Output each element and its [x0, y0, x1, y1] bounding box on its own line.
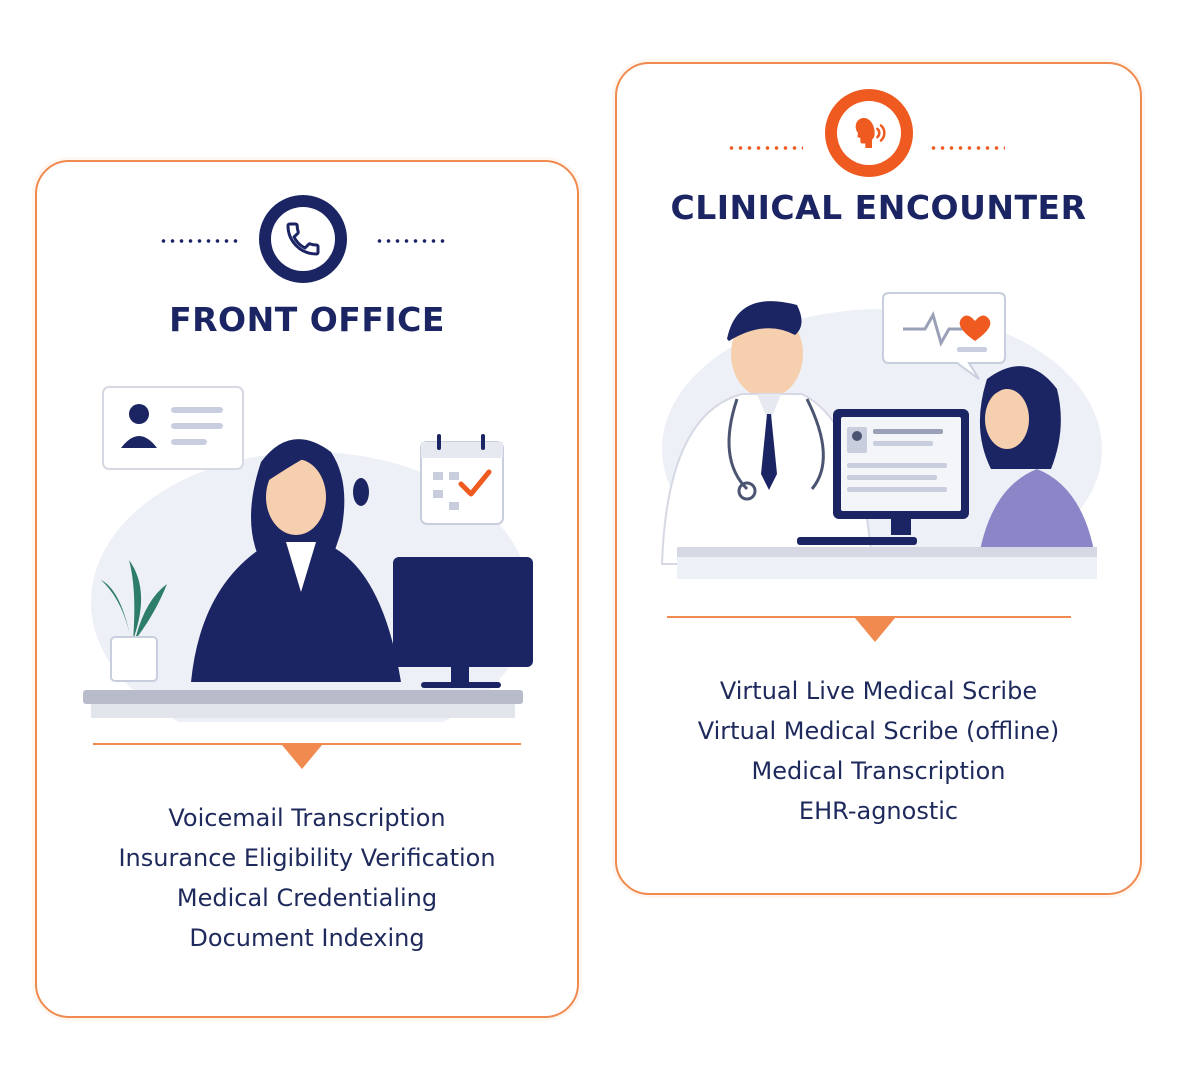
- section-divider: [93, 743, 521, 745]
- service-item: Insurance Eligibility Verification: [118, 844, 496, 872]
- service-item: Document Indexing: [189, 924, 425, 952]
- calendar-icon: [420, 434, 504, 525]
- plant-icon: [101, 560, 167, 682]
- receptionist-illustration: [83, 386, 533, 722]
- dotted-line-left: [159, 239, 239, 243]
- front-office-card: FRONT OFFICE: [35, 160, 579, 1018]
- monitor-icon: [393, 557, 533, 688]
- clinical-encounter-services: Virtual Live Medical Scribe Virtual Medi…: [617, 671, 1140, 831]
- phone-badge: [259, 195, 347, 283]
- dotted-line-left: [727, 146, 803, 150]
- monitor-icon: [797, 409, 969, 545]
- speaking-badge: [825, 89, 913, 177]
- heart-rate-bubble: [882, 292, 1006, 380]
- section-divider: [667, 616, 1071, 618]
- speaking-head-icon: [837, 101, 901, 165]
- clinical-encounter-card: CLINICAL ENCOUNTER: [615, 62, 1142, 895]
- patient-figure: [977, 366, 1097, 569]
- phone-icon: [271, 207, 335, 271]
- service-item: Virtual Live Medical Scribe: [719, 677, 1038, 705]
- profile-card-icon: [102, 386, 244, 470]
- service-item: Medical Credentialing: [176, 884, 438, 912]
- divider-pointer: [855, 618, 895, 642]
- doctor-patient-illustration: [660, 292, 1102, 579]
- service-item: Virtual Medical Scribe (offline): [697, 717, 1060, 745]
- service-item: Medical Transcription: [751, 757, 1006, 785]
- card-title: CLINICAL ENCOUNTER: [670, 188, 1087, 227]
- front-office-services: Voicemail Transcription Insurance Eligib…: [37, 798, 577, 958]
- divider-pointer: [282, 745, 322, 769]
- service-item: EHR-agnostic: [798, 797, 959, 825]
- dotted-line-right: [375, 239, 445, 243]
- doctor-figure: [660, 301, 874, 565]
- receptionist-figure: [191, 439, 401, 682]
- dotted-line-right: [929, 146, 1005, 150]
- card-title: FRONT OFFICE: [169, 300, 445, 339]
- service-item: Voicemail Transcription: [168, 804, 446, 832]
